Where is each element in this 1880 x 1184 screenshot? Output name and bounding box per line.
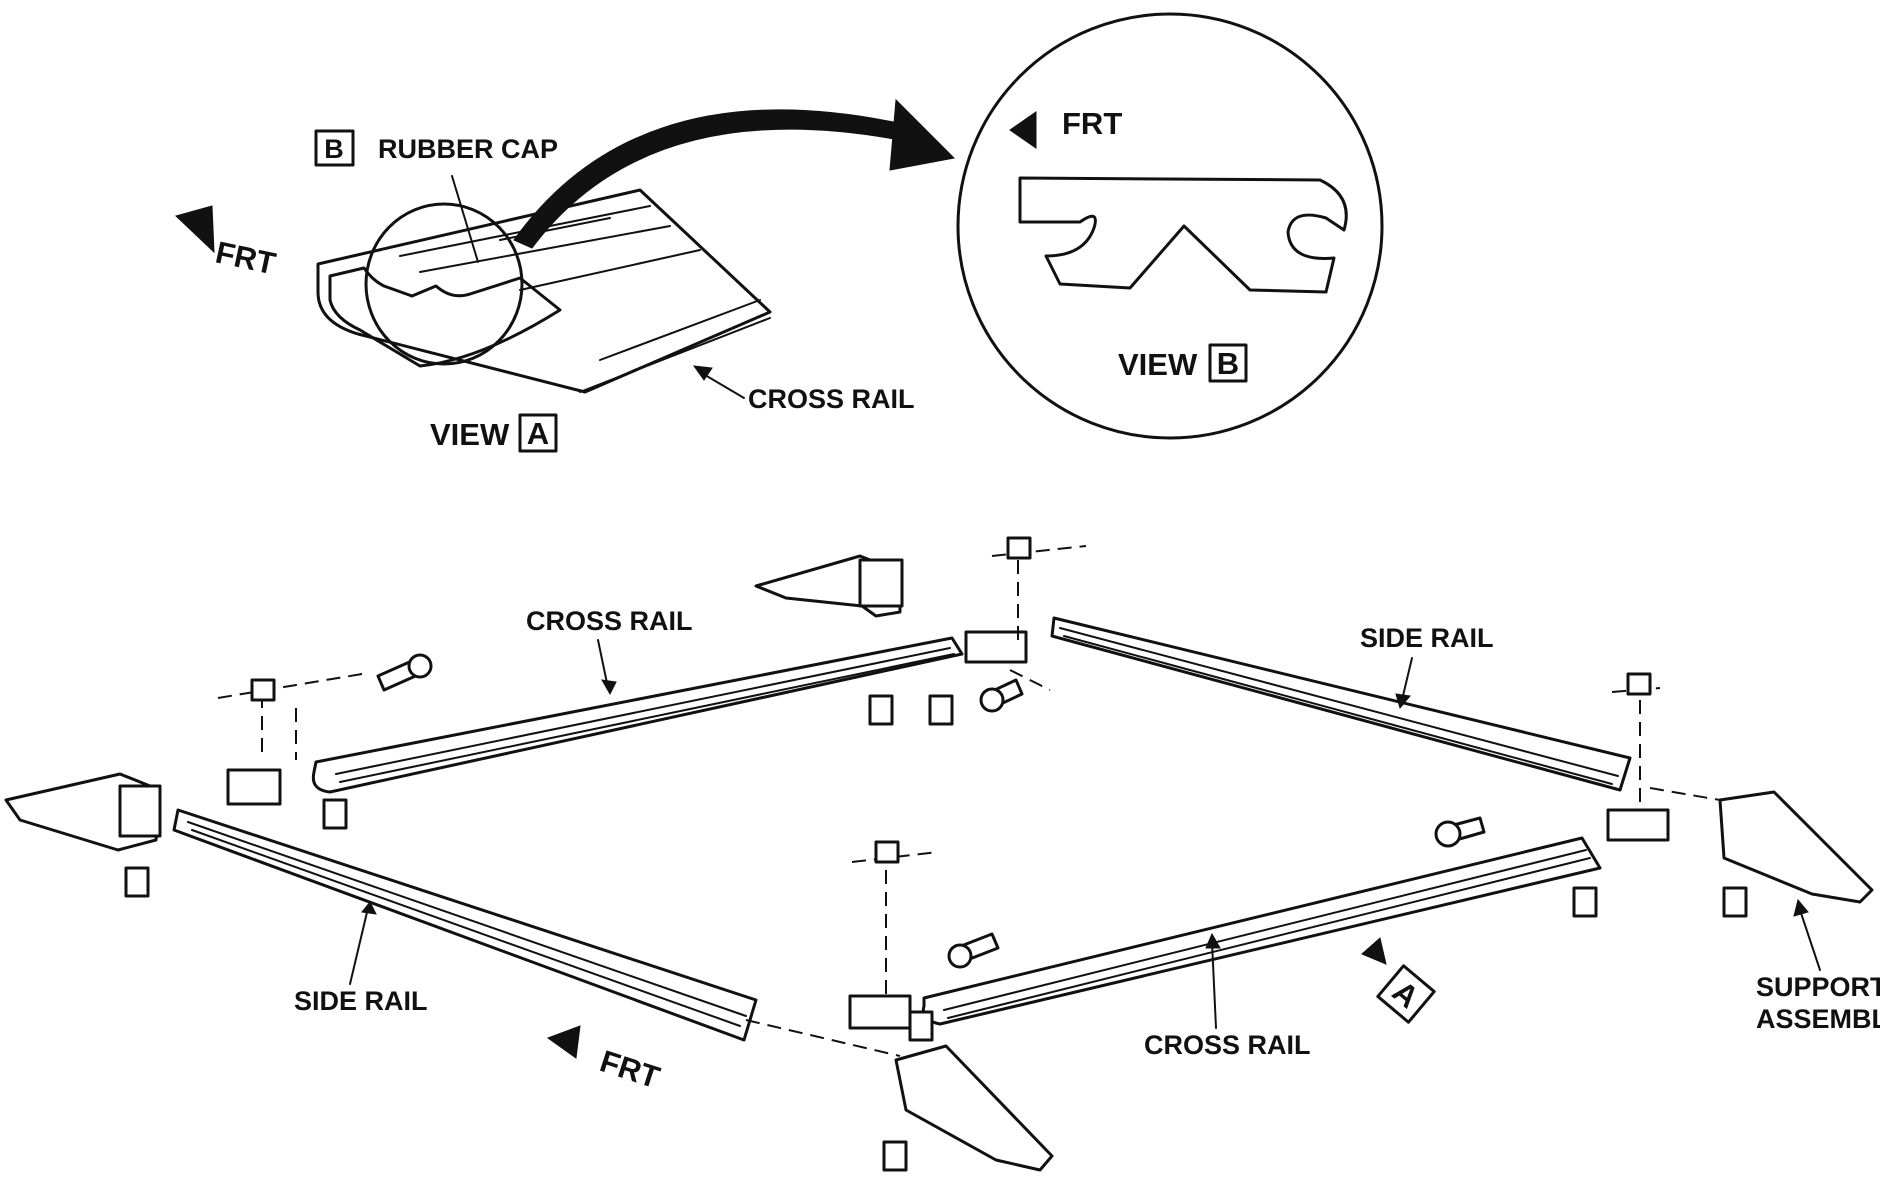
view-a-cross-rail-arrowhead-icon xyxy=(692,365,713,381)
support-assembly-arrowhead-icon xyxy=(1793,898,1809,917)
callout-key-b: B xyxy=(324,134,344,164)
left-side-rail-arrowhead-icon xyxy=(361,901,377,915)
support-assembly-label-line1: SUPPORT xyxy=(1756,972,1880,1002)
view-a-marker-box: A xyxy=(1376,964,1436,1024)
assembly-front-arrow-icon xyxy=(546,1025,581,1059)
view-a-key-box: A xyxy=(518,413,558,453)
view-a-cross-rail-label: CROSS RAIL xyxy=(748,384,915,414)
assembly-front-label: FRT xyxy=(596,1043,664,1095)
view-a-marker-arrow-icon xyxy=(1361,937,1387,965)
support-assembly-label-line2: ASSEMBLY xyxy=(1756,1004,1880,1034)
end-cap xyxy=(848,994,912,1030)
view-a-title: VIEW xyxy=(430,417,510,452)
left-side-rail-label: SIDE RAIL xyxy=(294,986,428,1016)
front-cross-rail-arrowhead-icon xyxy=(1205,932,1221,949)
left-side-rail-leader xyxy=(349,907,369,985)
rubber-cap-label: RUBBER CAP xyxy=(378,134,558,164)
end-cap xyxy=(226,768,282,806)
alignment-line xyxy=(217,545,1721,1057)
support-assembly-leader xyxy=(1799,909,1821,971)
rear-cross-rail-leader xyxy=(597,639,609,689)
rear-cross-rail-arrowhead-icon xyxy=(601,679,617,696)
rubber-cap-callout-circle xyxy=(364,175,524,366)
view-a-front-label: FRT xyxy=(213,235,279,282)
view-a-front-arrow-icon xyxy=(175,205,215,254)
view-b-title: VIEW xyxy=(1118,347,1198,382)
view-b-front-arrow-icon xyxy=(1009,111,1037,149)
view-a-cross-rail-leader xyxy=(699,371,745,399)
view-a-key: A xyxy=(527,416,549,451)
end-cap xyxy=(964,630,1028,664)
front-cross-rail-leader xyxy=(1211,941,1217,1029)
left-side-rail xyxy=(172,808,758,1042)
screws xyxy=(124,653,1748,1172)
view-b-key-box: B xyxy=(1208,343,1248,383)
right-side-rail-label: SIDE RAIL xyxy=(1360,623,1494,653)
right-side-rail xyxy=(1050,616,1632,792)
view-b-circle xyxy=(956,12,1384,440)
callout-transfer-arrow xyxy=(513,98,956,249)
end-cap xyxy=(1606,808,1670,842)
front-right-support xyxy=(894,1044,1054,1172)
view-b-front-label: FRT xyxy=(1062,106,1122,141)
right-side-rail-leader xyxy=(1401,657,1413,701)
view-a-detail: B RUBBER CAP FRT CROSS RAIL VIEW A xyxy=(175,129,915,453)
exploded-assembly: CROSS RAIL SIDE RAIL SIDE RAIL CROSS RAI… xyxy=(4,536,1880,1172)
view-b-key: B xyxy=(1217,346,1239,381)
callout-box-b: B xyxy=(314,129,355,167)
view-b-detail: FRT VIEW B xyxy=(956,12,1384,440)
support-assembly xyxy=(1718,790,1874,904)
clip-nuts xyxy=(250,536,1652,864)
rubber-cap-cross-section xyxy=(1018,176,1348,294)
right-side-rail-arrowhead-icon xyxy=(1395,693,1411,710)
rear-cross-rail-label: CROSS RAIL xyxy=(526,606,693,636)
front-cross-rail-label: CROSS RAIL xyxy=(1144,1030,1311,1060)
